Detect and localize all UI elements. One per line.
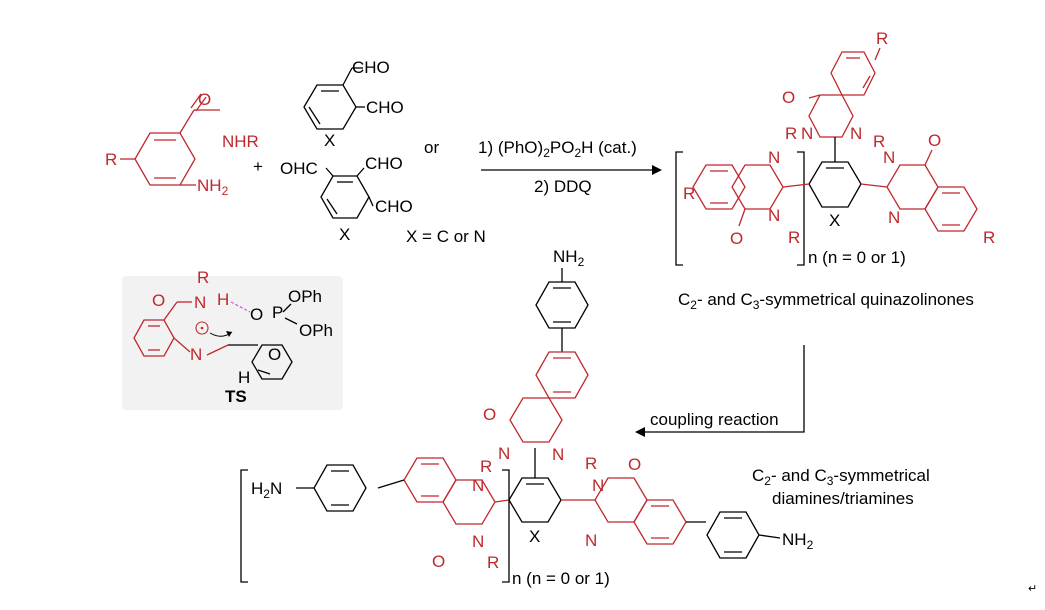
right-n-r-label: R bbox=[873, 132, 885, 151]
amide-nhr-label: NHR bbox=[222, 132, 259, 151]
ts-r: R bbox=[197, 268, 209, 287]
reactant-trialdehyde: OHC CHO CHO X bbox=[280, 154, 413, 244]
p2-top-n-r: R bbox=[480, 457, 492, 476]
ts-phenoxy-ring bbox=[251, 344, 293, 380]
p2-top-benzo-ring bbox=[535, 351, 589, 399]
or-label: or bbox=[424, 138, 439, 157]
product1-caption: C2- and C3-symmetrical quinazolinones bbox=[678, 290, 974, 312]
right-carbonyl-o: O bbox=[928, 131, 941, 150]
left-benzo-ring bbox=[692, 164, 746, 210]
reaction-arrow-coupling: coupling reaction bbox=[635, 345, 805, 437]
top-pyrimidinone-ring bbox=[808, 94, 854, 138]
left-carbonyl-o: O bbox=[730, 229, 743, 248]
product2-caption-line2: diamines/triamines bbox=[772, 489, 914, 508]
cho-b-label: CHO bbox=[375, 197, 413, 216]
reactant-dialdehyde: CHO CHO X bbox=[303, 58, 404, 150]
p2-left-pyrimidinone-ring bbox=[442, 479, 496, 525]
amide-oxygen: O bbox=[198, 90, 211, 109]
right-r-label: R bbox=[983, 228, 995, 247]
central-x-atom: X bbox=[829, 211, 840, 230]
p2-left-n-imine: N bbox=[472, 476, 484, 495]
p2-top-pyrimidinone-ring bbox=[509, 397, 563, 443]
p2-right-n-r: R bbox=[585, 454, 597, 473]
left-n-r-label: R bbox=[788, 228, 800, 247]
p2-right-carbonyl-o: O bbox=[628, 455, 641, 474]
coupling-label: coupling reaction bbox=[650, 410, 779, 429]
right-nh2-label: NH2 bbox=[782, 530, 814, 552]
p2-left-n-amide: N bbox=[472, 532, 484, 551]
ts-oxygen: O bbox=[152, 291, 165, 310]
ts-amide-h: H bbox=[217, 290, 229, 309]
left-pyrimidinone-ring bbox=[731, 164, 784, 210]
step1-conditions: 1) (PhO)2PO2H (cat.) bbox=[478, 138, 637, 160]
ts-oph-1: OPh bbox=[288, 287, 322, 306]
product-quinazolinones: O R N R N X N N O R R N R O N R n (n = 0… bbox=[675, 29, 995, 267]
p2-right-n-imine: N bbox=[585, 531, 597, 550]
p2-top-n-imine: N bbox=[552, 445, 564, 464]
top-r-label: R bbox=[876, 29, 888, 48]
aminobenzamide-ring bbox=[134, 132, 196, 186]
cho-a-label: CHO bbox=[365, 154, 403, 173]
x-atom-label: X bbox=[324, 131, 335, 150]
top-n-imine: N bbox=[850, 124, 862, 143]
cho-mid-label: CHO bbox=[366, 98, 404, 117]
right-aminophenyl-ring bbox=[706, 511, 760, 559]
right-pyrimidinone-ring bbox=[886, 164, 939, 210]
ohc-label: OHC bbox=[280, 159, 318, 178]
left-n-amide: N bbox=[768, 206, 780, 225]
product2-repeat-label: n (n = 0 or 1) bbox=[512, 569, 610, 588]
ts-imine-n: N bbox=[190, 345, 202, 364]
ts-oph-2: OPh bbox=[299, 321, 333, 340]
p2-central-x: X bbox=[529, 527, 540, 546]
right-benzo-ring bbox=[924, 186, 978, 232]
x-atom-label-2: X bbox=[339, 225, 350, 244]
p2-top-n-amide: N bbox=[498, 444, 510, 463]
left-h2n-label: H2N bbox=[251, 479, 282, 501]
right-n-amide: N bbox=[883, 148, 895, 167]
product2-caption-line1: C2- and C3-symmetrical bbox=[752, 466, 930, 488]
product1-repeat-label: n (n = 0 or 1) bbox=[808, 248, 906, 267]
plus-sign: + bbox=[253, 157, 263, 176]
p2-right-benzo-ring bbox=[633, 499, 687, 545]
top-n-amide: N bbox=[801, 124, 813, 143]
product-amines: NH2 O N R N X N N O R H2N bbox=[240, 247, 814, 588]
right-n-imine: N bbox=[888, 208, 900, 227]
top-benzo-ring bbox=[830, 51, 876, 96]
amine-label: NH2 bbox=[197, 176, 229, 198]
ts-ester-o: O bbox=[268, 345, 281, 364]
p2-left-n-r: R bbox=[487, 553, 499, 572]
p2-right-n-amide: N bbox=[592, 476, 604, 495]
r-group-label: R bbox=[105, 150, 117, 169]
cho-top-label: CHO bbox=[352, 58, 390, 77]
step2-conditions: 2) DDQ bbox=[534, 177, 592, 196]
ts-h: H bbox=[238, 368, 250, 387]
ts-phosphorus: P bbox=[272, 303, 283, 322]
top-carbonyl-o: O bbox=[782, 88, 795, 107]
reactant-aminobenzamide: O NHR NH2 R bbox=[105, 90, 259, 198]
reaction-arrow-1: 1) (PhO)2PO2H (cat.) 2) DDQ bbox=[478, 138, 662, 196]
ts-panel: O N R H N H O P O OPh OPh TS bbox=[122, 268, 343, 410]
left-r-label: R bbox=[683, 184, 695, 203]
central-ring bbox=[808, 161, 862, 208]
ts-p-oxygen: O bbox=[250, 305, 263, 324]
left-n-imine: N bbox=[768, 148, 780, 167]
top-n-r-label: R bbox=[785, 124, 797, 143]
ts-label: TS bbox=[225, 387, 247, 406]
p2-top-carbonyl-o: O bbox=[483, 405, 496, 424]
x-definition: X = C or N bbox=[406, 227, 486, 246]
top-aminophenyl-ring bbox=[535, 281, 589, 329]
left-aminophenyl-ring bbox=[313, 464, 367, 512]
corner-return-mark: ↵ bbox=[1028, 583, 1037, 595]
ts-background bbox=[122, 276, 343, 410]
ts-amide-n: N bbox=[194, 293, 206, 312]
p2-left-carbonyl-o: O bbox=[432, 552, 445, 571]
top-nh2-label: NH2 bbox=[553, 247, 585, 269]
